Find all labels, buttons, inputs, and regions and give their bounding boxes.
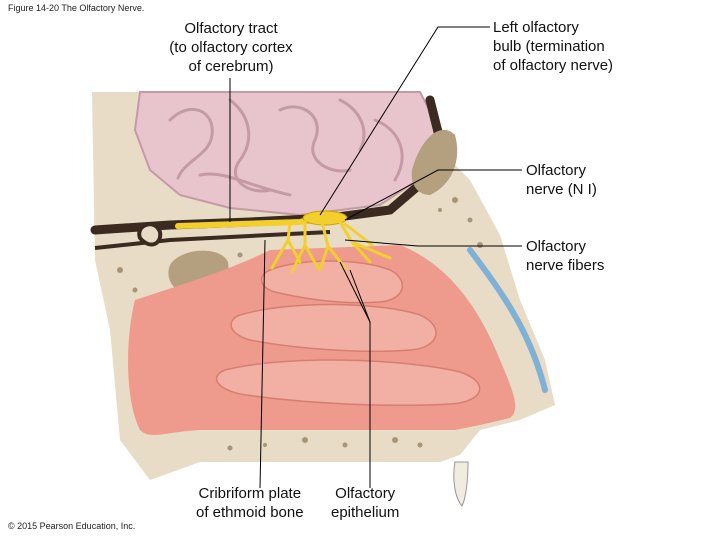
label-olfactory-bulb: Left olfactory bulb (termination of olfa… xyxy=(493,19,614,74)
incisor-tooth xyxy=(453,461,469,507)
leader-lines xyxy=(229,26,522,489)
olfactory-bulb xyxy=(302,210,348,226)
olfactory-nerve-fibers xyxy=(270,220,392,274)
nasal-cartilage xyxy=(467,247,548,393)
crista-galli xyxy=(137,222,163,247)
leader-olfactory-fibers xyxy=(344,239,522,247)
leader-olfactory-bulb xyxy=(319,26,490,216)
figure-caption: Figure 14-20 The Olfactory Nerve. xyxy=(8,3,145,13)
label-olfactory-epithelium: Olfactory epithelium xyxy=(331,485,400,521)
nasal-conchae xyxy=(215,260,481,407)
copyright-notice: © 2015 Pearson Education, Inc. xyxy=(8,521,136,531)
label-olfactory-nerve-fibers: Olfactory nerve fibers xyxy=(526,238,605,274)
label-olfactory-tract: Olfactory tract (to olfactory cortex of … xyxy=(169,20,293,75)
leader-cribriform-plate xyxy=(259,239,266,489)
label-olfactory-nerve: Olfactory nerve (N I) xyxy=(526,162,597,198)
label-cribriform-plate: Cribriform plate of ethmoid bone xyxy=(196,485,304,521)
frontal-sinus xyxy=(411,129,458,195)
leader-olfactory-nerve xyxy=(344,169,522,221)
brain-gyri xyxy=(168,98,404,197)
